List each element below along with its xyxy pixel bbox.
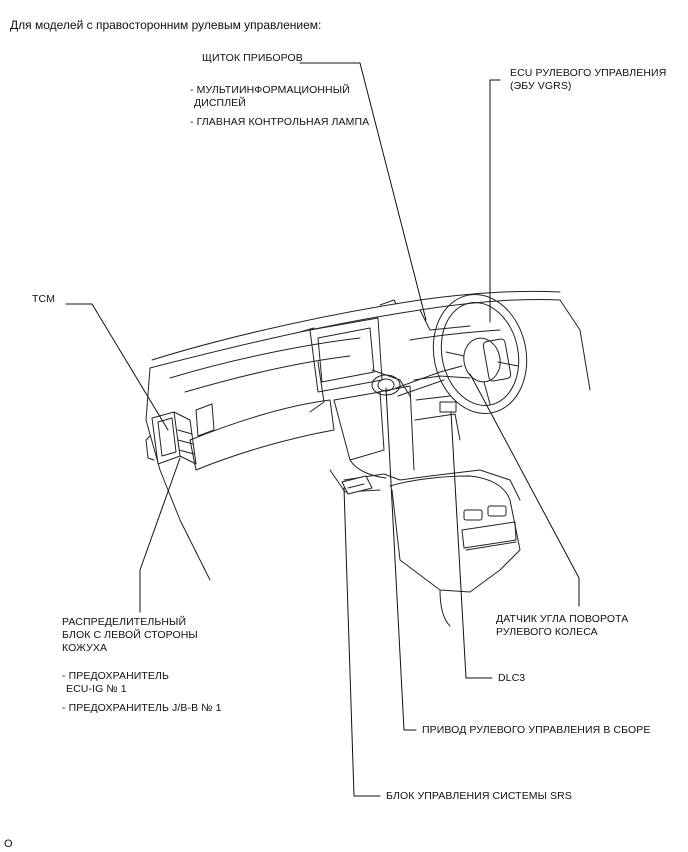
label-multi-info-display-line1: - МУЛЬТИИНФОРМАЦИОННЫЙ <box>190 84 350 96</box>
label-angle-sensor-line1: ДАТЧИК УГЛА ПОВОРОТА <box>496 613 629 625</box>
label-steering-ecu-line1: ECU РУЛЕВОГО УПРАВЛЕНИЯ <box>510 67 667 79</box>
label-fuse-jb-b: - ПРЕДОХРАНИТЕЛЬ J/B-B № 1 <box>62 702 222 714</box>
label-master-warning-lamp: - ГЛАВНАЯ КОНТРОЛЬНАЯ ЛАМПА <box>190 116 370 128</box>
label-steering-ecu-line2: (ЭБУ VGRS) <box>510 80 572 92</box>
label-fuse-ecu-ig-line2: ECU-IG № 1 <box>66 683 127 695</box>
srs-unit <box>341 475 373 495</box>
label-srs-unit: БЛОК УПРАВЛЕНИЯ СИСТЕМЫ SRS <box>386 790 572 802</box>
tcm-module <box>145 411 197 465</box>
leader-lines <box>65 62 580 797</box>
dashboard-outline <box>145 290 591 627</box>
label-junction-block-line3: КОЖУХА <box>62 642 108 654</box>
footer-mark: O <box>4 838 13 850</box>
label-multi-info-display-line2: ДИСПЛЕЙ <box>194 97 246 109</box>
page-header: Для моделей с правосторонним рулевым упр… <box>10 18 322 32</box>
label-angle-sensor-line2: РУЛЕВОГО КОЛЕСА <box>496 626 598 638</box>
label-junction-block-line2: БЛОК С ЛЕВОЙ СТОРОНЫ <box>62 629 198 641</box>
label-junction-block-line1: РАСПРЕДЕЛИТЕЛЬНЫЙ <box>62 616 187 628</box>
label-dlc3: DLC3 <box>498 672 526 684</box>
label-fuse-ecu-ig-line1: - ПРЕДОХРАНИТЕЛЬ <box>62 670 170 682</box>
label-tcm: TCM <box>32 293 56 305</box>
label-instrument-panel: ЩИТОК ПРИБОРОВ <box>202 52 303 64</box>
steering-wheel <box>432 294 528 414</box>
steering-column <box>371 365 463 413</box>
label-steering-actuator: ПРИВОД РУЛЕВОГО УПРАВЛЕНИЯ В СБОРЕ <box>422 724 651 736</box>
